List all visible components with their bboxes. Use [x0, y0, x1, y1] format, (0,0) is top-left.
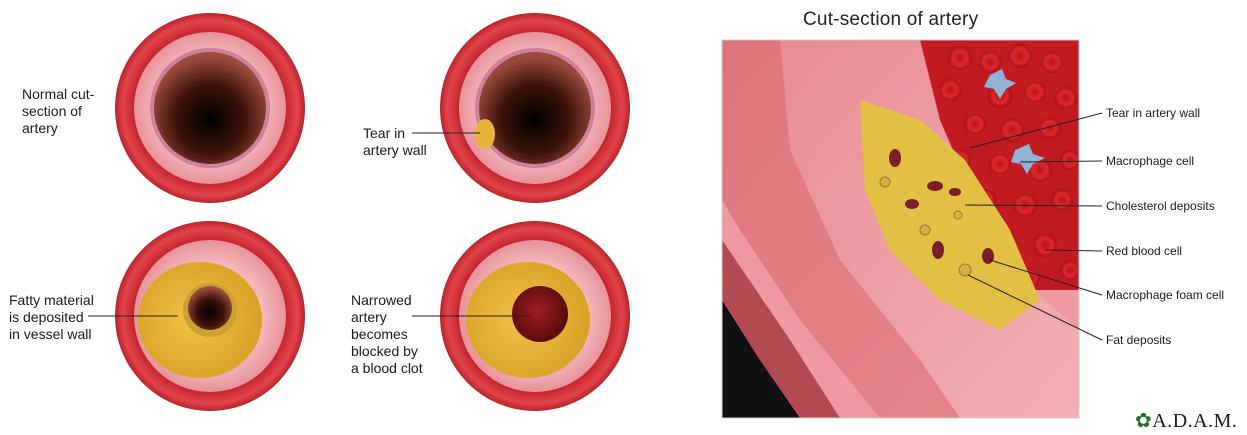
label-foam-cell: Macrophage foam cell: [1106, 288, 1224, 302]
label-narrowed: Narrowed artery becomes blocked by a blo…: [351, 292, 423, 377]
artery-normal: [115, 13, 305, 203]
adam-logo: ✿A.D.A.M.: [1135, 408, 1237, 433]
tear-spot: [475, 119, 495, 149]
label-fat-deposits: Fat deposits: [1106, 333, 1171, 347]
label-red-blood-cell: Red blood cell: [1106, 244, 1182, 258]
artery-tear: [440, 13, 630, 203]
diagram-title: Cut-section of artery: [803, 9, 978, 31]
blood-clot: [512, 286, 568, 342]
label-cholesterol: Cholesterol deposits: [1106, 199, 1215, 213]
leaf-icon: ✿: [1135, 410, 1152, 432]
label-tear-wall: Tear in artery wall: [1106, 106, 1200, 120]
logo-text: A.D.A.M.: [1152, 410, 1237, 432]
cut-section-illustration: [722, 40, 1080, 418]
label-tear: Tear in artery wall: [363, 125, 427, 159]
label-normal: Normal cut- section of artery: [22, 86, 94, 137]
label-macrophage: Macrophage cell: [1106, 154, 1194, 168]
label-fatty: Fatty material is deposited in vessel wa…: [9, 292, 94, 343]
